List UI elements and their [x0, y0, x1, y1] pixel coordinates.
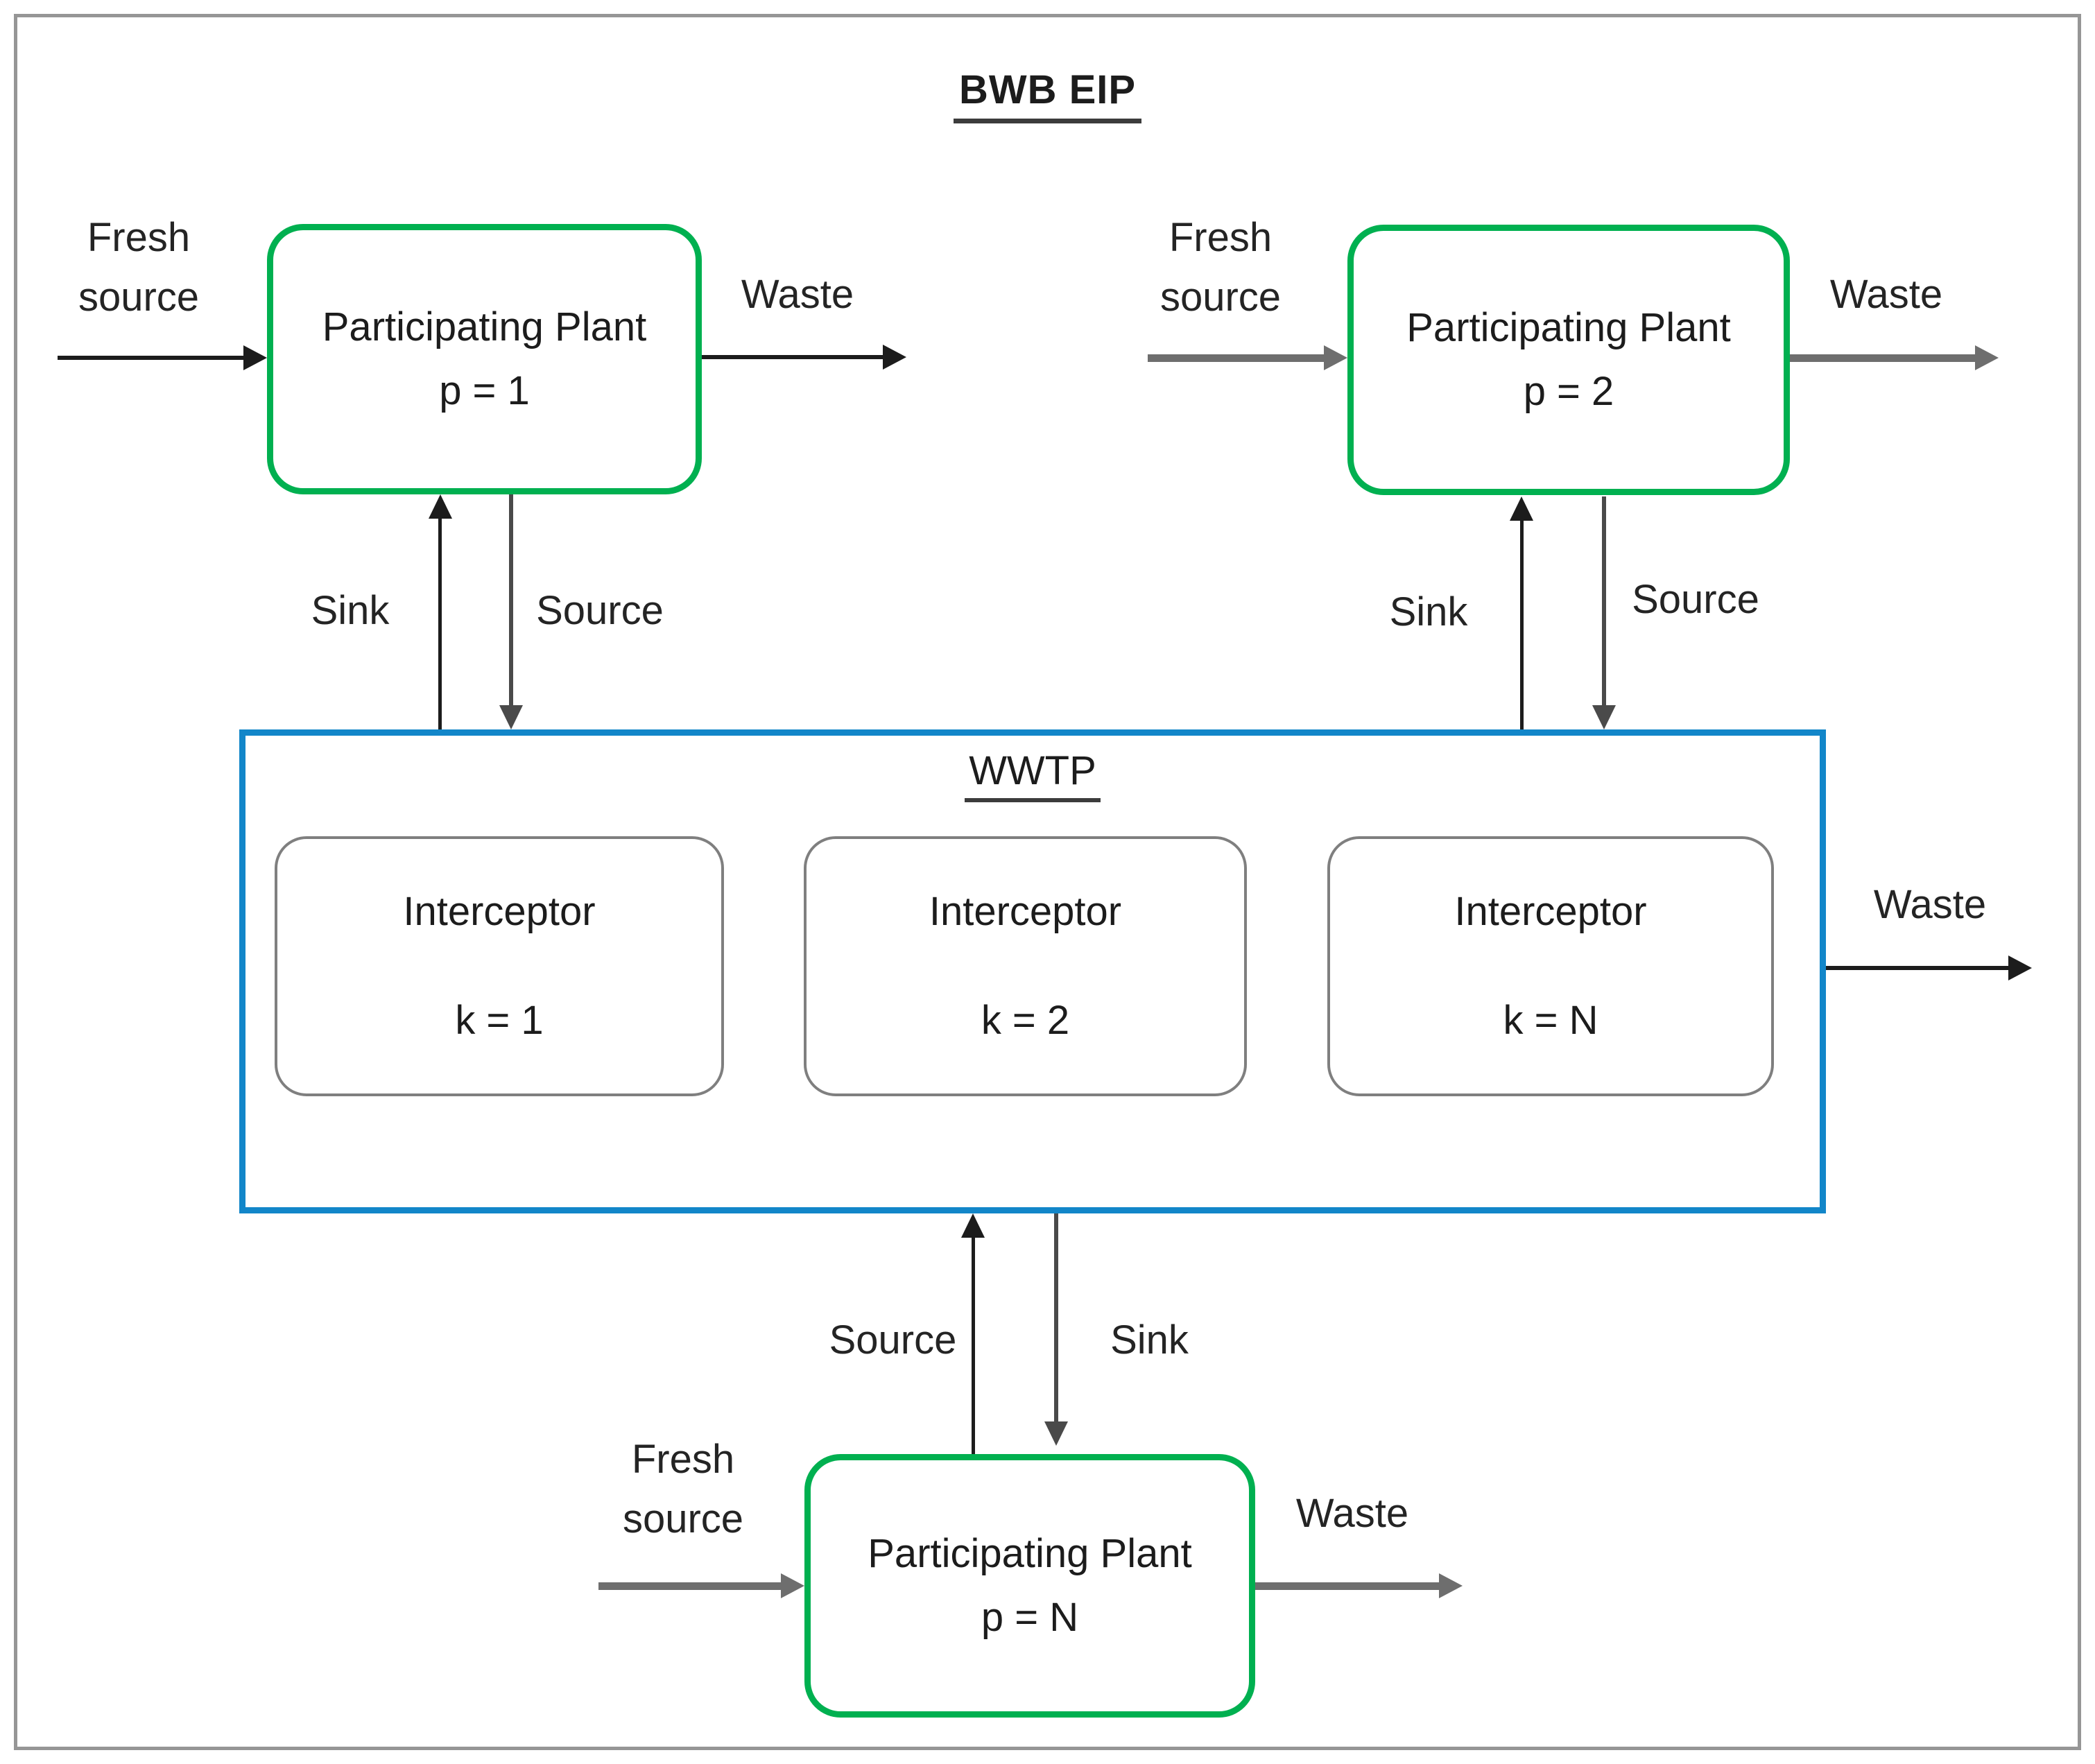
- plant-p1-name: Participating Plant: [322, 304, 647, 349]
- sink-arrowhead-pn: [1044, 1421, 1068, 1446]
- wwtp-label: WWTP: [965, 747, 1101, 802]
- diagram-title: BWB EIP: [953, 67, 1142, 123]
- interceptor-box-k1: Interceptor k = 1: [275, 836, 724, 1096]
- plant-box-p2: Participating Plant p = 2: [1347, 225, 1790, 495]
- plant-p2-name: Participating Plant: [1406, 305, 1731, 350]
- sink-label-p1: Sink: [311, 588, 390, 633]
- waste-arrowhead-wwtp: [2008, 956, 2032, 980]
- interceptor-k2-name: Interceptor: [929, 889, 1122, 934]
- fresh-source-arrow-pn: [598, 1582, 782, 1590]
- fresh-source-arrowhead-p1: [243, 345, 267, 370]
- title-wrap: BWB EIP: [0, 67, 2095, 123]
- plant-p2-index: p = 2: [1523, 369, 1614, 414]
- waste-label-pn: Waste: [1295, 1491, 1409, 1536]
- source-arrow-p1: [509, 494, 513, 706]
- interceptor-box-k2: Interceptor k = 2: [804, 836, 1247, 1096]
- waste-arrow-wwtp: [1826, 966, 2010, 970]
- waste-arrowhead-pn: [1439, 1573, 1463, 1598]
- waste-label-p2: Waste: [1829, 272, 1943, 317]
- waste-arrowhead-p1: [883, 345, 906, 370]
- source-label-p2: Source: [1632, 577, 1759, 622]
- waste-arrow-p1: [702, 355, 887, 359]
- waste-label-wwtp: Waste: [1873, 882, 1987, 927]
- wwtp-label-wrap: WWTP: [239, 747, 1826, 802]
- interceptor-k1-name: Interceptor: [403, 889, 596, 934]
- source-arrow-p2: [1602, 496, 1606, 706]
- sink-arrowhead-p2: [1510, 496, 1533, 521]
- sink-arrow-p1: [438, 514, 442, 729]
- sink-arrow-pn: [1054, 1213, 1058, 1422]
- plant-box-pn: Participating Plant p = N: [804, 1454, 1255, 1718]
- waste-arrow-pn: [1255, 1582, 1440, 1590]
- fresh-source-label-p2: Fresh source: [1159, 215, 1282, 320]
- interceptor-box-kn: Interceptor k = N: [1327, 836, 1774, 1096]
- fresh-source-arrow-p2: [1148, 354, 1327, 362]
- source-arrowhead-p2: [1592, 705, 1616, 729]
- fresh-source-arrowhead-pn: [781, 1573, 804, 1598]
- fresh-source-label-pn: Fresh source: [622, 1437, 744, 1541]
- source-label-pn: Source: [829, 1317, 957, 1363]
- source-arrowhead-p1: [499, 705, 523, 729]
- interceptor-k1-index: k = 1: [455, 998, 544, 1043]
- fresh-source-arrowhead-p2: [1324, 345, 1347, 370]
- source-arrowhead-pn: [961, 1213, 985, 1238]
- sink-arrow-p2: [1520, 517, 1524, 729]
- plant-pn-name: Participating Plant: [868, 1531, 1192, 1576]
- sink-arrowhead-p1: [429, 494, 452, 519]
- sink-label-pn: Sink: [1110, 1317, 1189, 1363]
- fresh-source-label-p1: Fresh source: [78, 215, 200, 320]
- plant-pn-index: p = N: [981, 1595, 1079, 1640]
- fresh-source-arrow-p1: [58, 356, 246, 360]
- source-arrow-pn: [972, 1234, 975, 1454]
- waste-label-p1: Waste: [741, 272, 854, 317]
- sink-label-p2: Sink: [1389, 589, 1468, 634]
- interceptor-kn-name: Interceptor: [1454, 889, 1647, 934]
- interceptor-kn-index: k = N: [1503, 998, 1598, 1043]
- source-label-p1: Source: [536, 588, 664, 633]
- waste-arrowhead-p2: [1975, 345, 1999, 370]
- waste-arrow-p2: [1790, 354, 1976, 362]
- interceptor-k2-index: k = 2: [981, 998, 1070, 1043]
- plant-p1-index: p = 1: [439, 368, 530, 413]
- plant-box-p1: Participating Plant p = 1: [267, 224, 702, 494]
